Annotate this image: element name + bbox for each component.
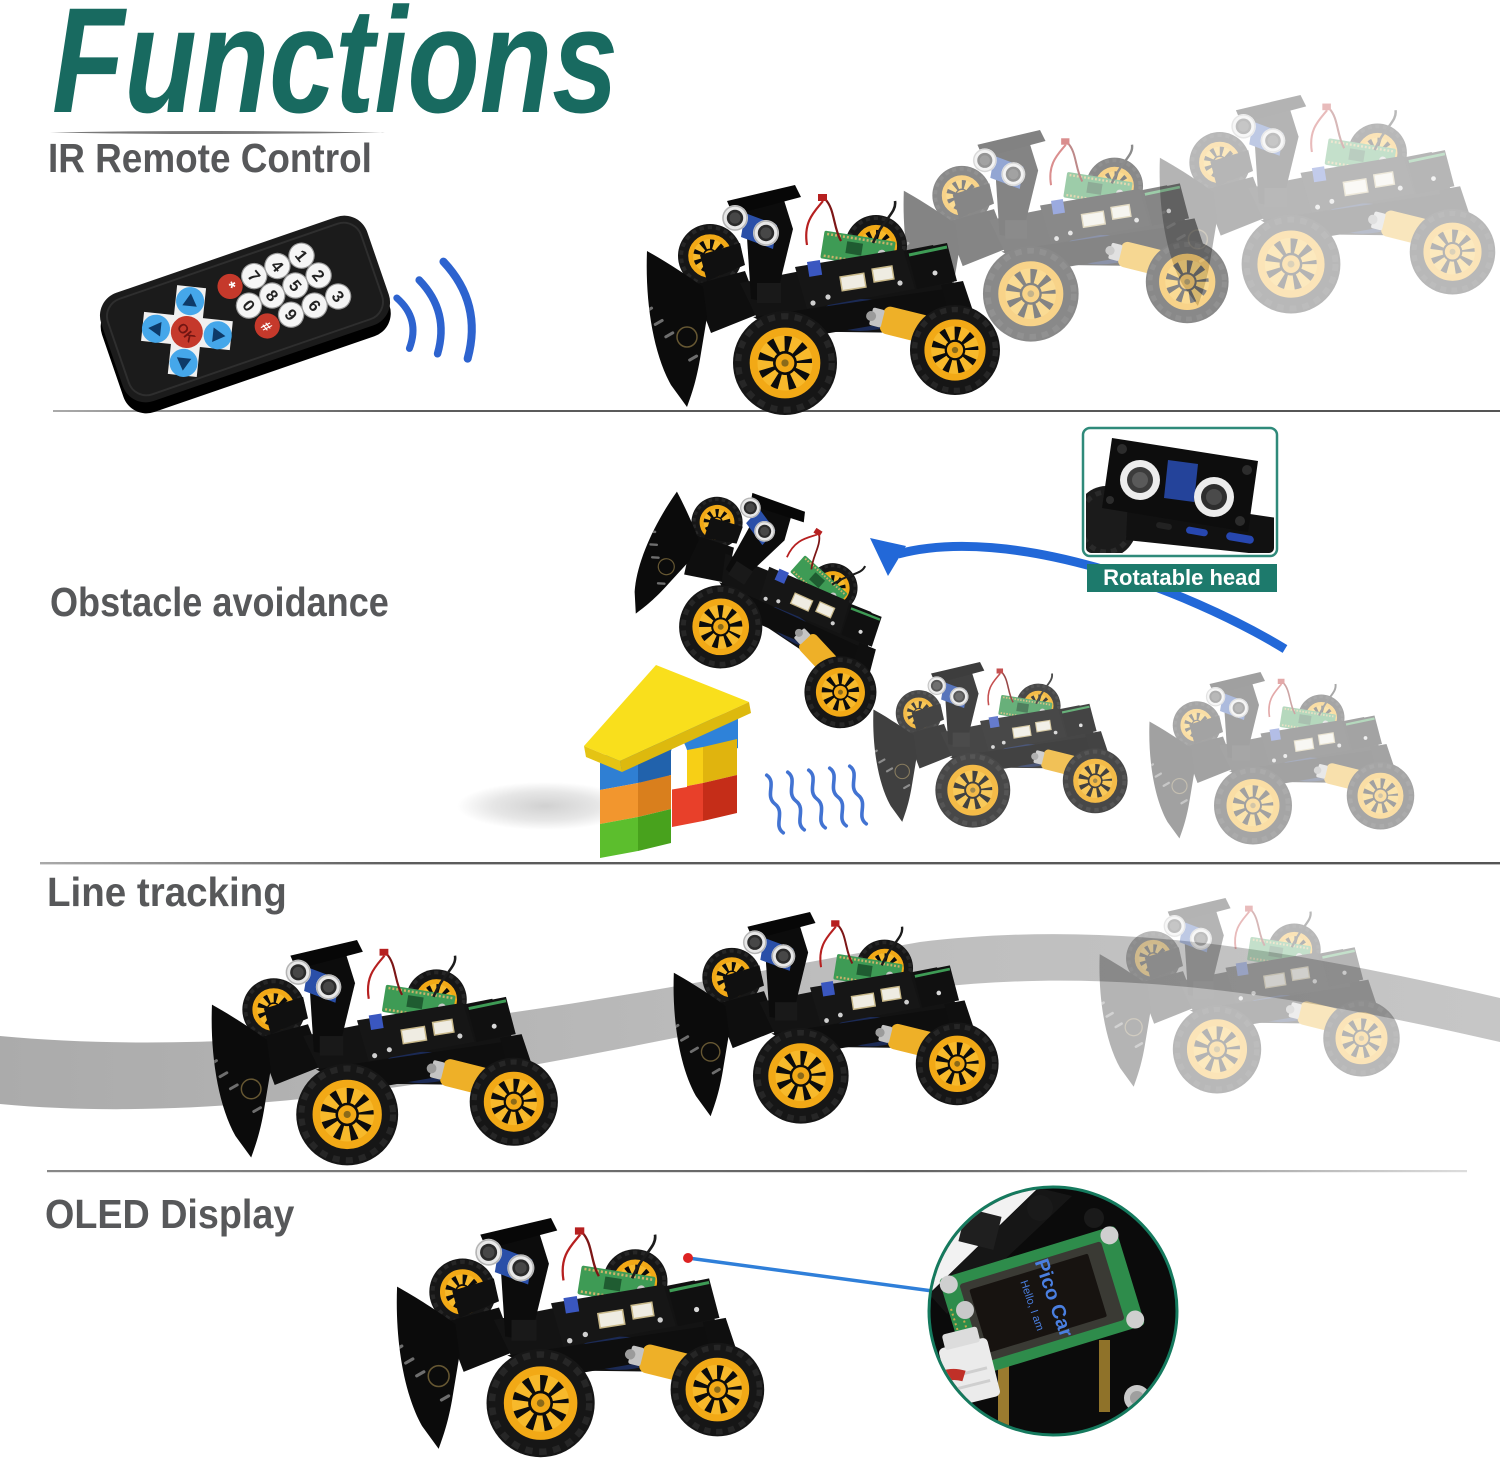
svg-text:OLED Display: OLED Display bbox=[45, 1192, 294, 1238]
svg-text:IR Remote Control: IR Remote Control bbox=[48, 136, 372, 181]
svg-text:Functions: Functions bbox=[52, 0, 618, 144]
svg-text:Obstacle avoidance: Obstacle avoidance bbox=[50, 580, 389, 626]
svg-text:Line tracking: Line tracking bbox=[47, 870, 287, 915]
svg-text:Rotatable head: Rotatable head bbox=[1103, 565, 1261, 590]
